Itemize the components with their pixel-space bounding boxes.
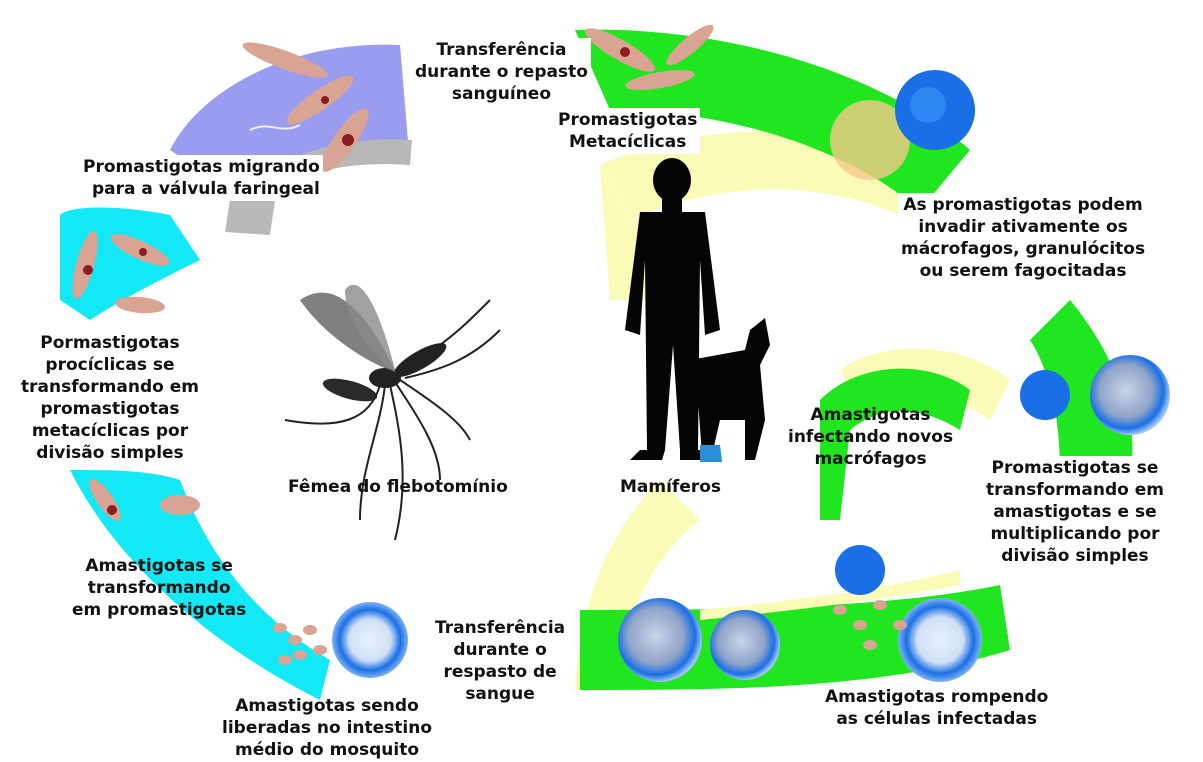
step-transfer-top: Transferência durante o repasto sanguíne… — [412, 38, 591, 106]
ring-segment-gray-wedge — [225, 200, 275, 235]
step-procyclic: Pormastigotas procíclicas se transforman… — [18, 331, 202, 465]
step-invade: As promastigotas podem invadir ativament… — [898, 193, 1148, 283]
step-to-promastigote: Amastigotas se transformando em promasti… — [72, 555, 246, 621]
sandfly-illustration — [285, 285, 500, 540]
step-metacyclic: Promastigotas Metacíclicas — [555, 108, 700, 154]
step-rupture: Amastigotas rompendo as células infectad… — [825, 686, 1048, 730]
host-label: Mamíferos — [620, 476, 721, 498]
step-transform-amastigote: Promastigotas se transformando em amasti… — [983, 456, 1167, 568]
step-transfer-bottom: Transferência durante o respasto de sang… — [435, 617, 565, 705]
step-migrating: Promastigotas migrando para a válvula fa… — [80, 155, 323, 201]
vector-label: Fêmea do flebotomínio — [288, 476, 508, 498]
step-infect-new: Amastigotas infectando novos macrófagos — [788, 404, 953, 470]
step-released: Amastigotas sendo liberadas no intestino… — [222, 695, 432, 761]
